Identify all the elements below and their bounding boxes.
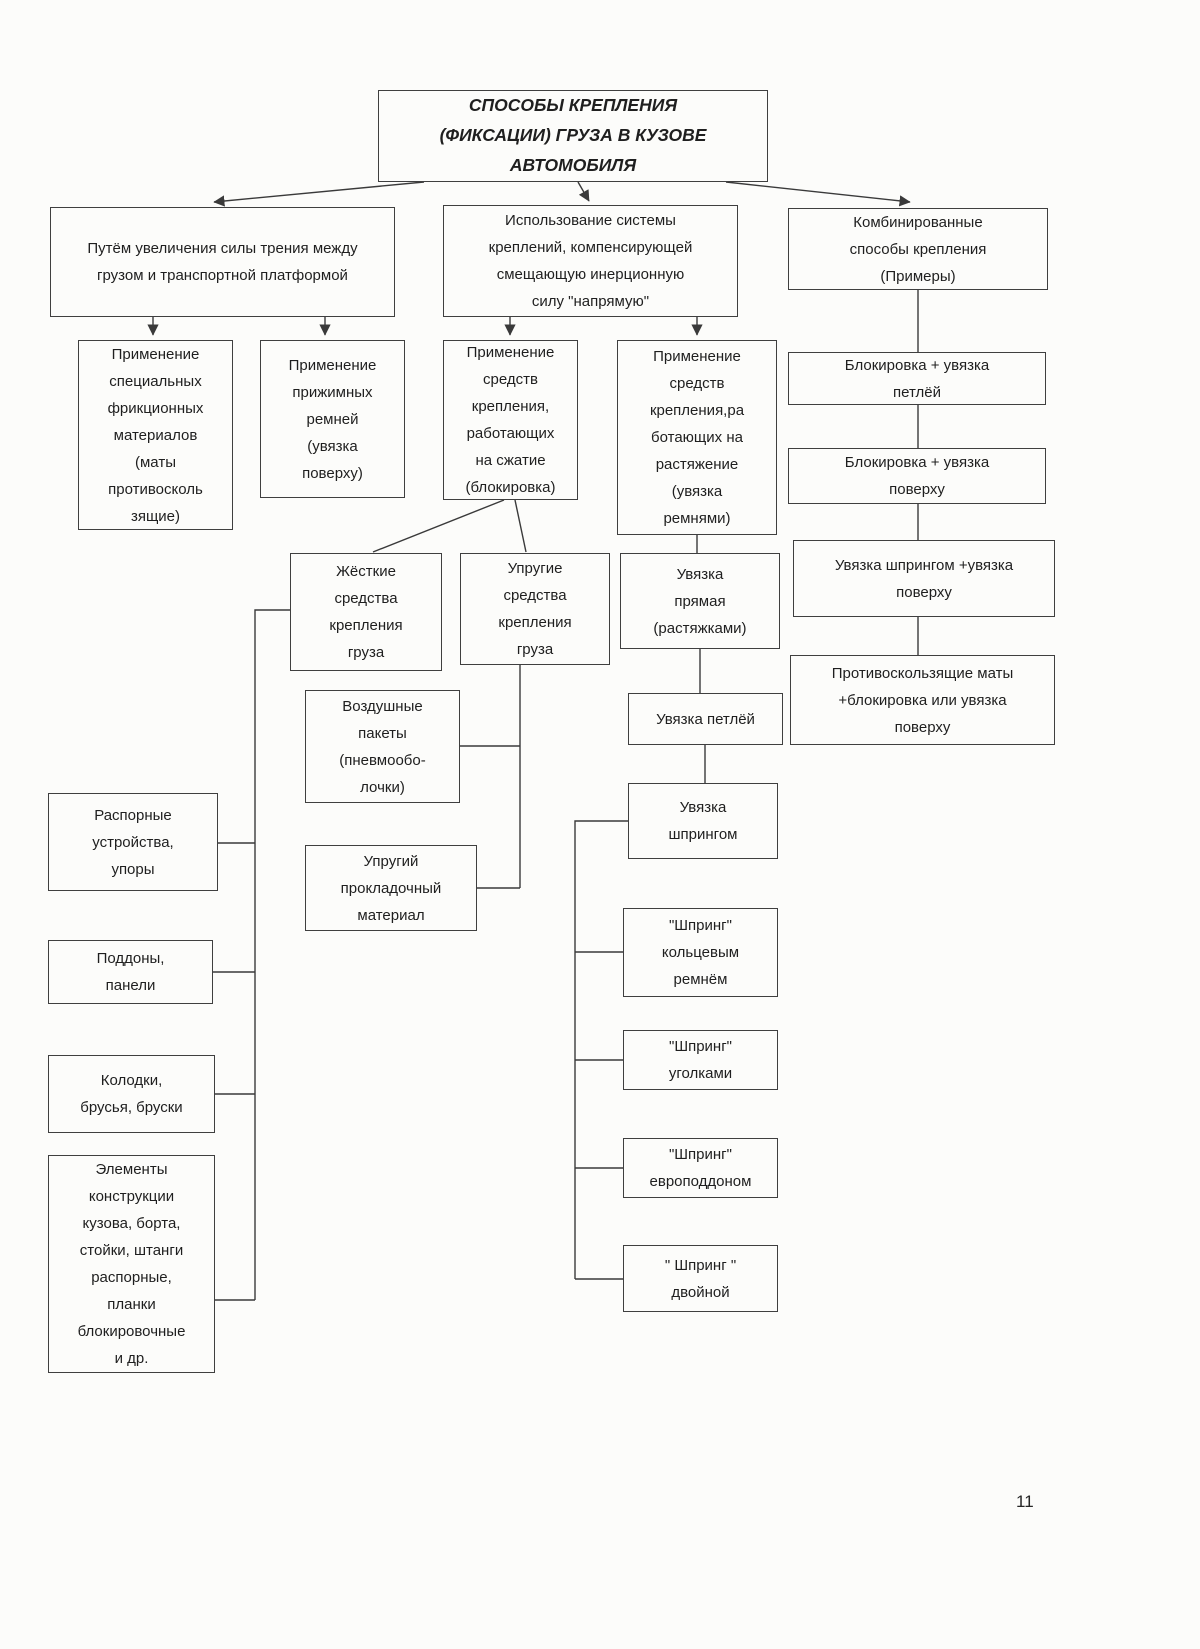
node-loop-lashing: Увязка петлёй	[628, 693, 783, 745]
node-friction-materials-label: Применение специальных фрикционных матер…	[107, 345, 204, 525]
node-spring-europallet-label: "Шпринг" европоддоном	[649, 1146, 752, 1190]
node-rigid-means-label: Жёсткие средства крепления груза	[329, 563, 403, 661]
node-branch-system: Использование системы креплений, компенс…	[443, 205, 738, 317]
node-spring-corners-label: "Шпринг" уголками	[668, 1038, 733, 1082]
node-blocks: Колодки, брусья, бруски	[48, 1055, 215, 1133]
node-press-belts: Применение прижимных ремней (увязка пове…	[260, 340, 405, 498]
node-branch-combined: Комбинированные способы крепления (Приме…	[788, 208, 1048, 290]
node-combo-block-loop: Блокировка + увязка петлёй	[788, 352, 1046, 405]
node-elastic-padding-label: Упругий прокладочный материал	[340, 852, 442, 924]
node-spring-double-label: " Шпринг " двойной	[664, 1256, 737, 1301]
node-body-elements-label: Элементы конструкции кузова, борта, стой…	[77, 1161, 186, 1367]
node-spring-lashing: Увязка шпрингом	[628, 783, 778, 859]
node-tension-means-label: Применение средств крепления,ра ботающих…	[649, 348, 745, 527]
node-air-packets: Воздушные пакеты (пневмообо- лочки)	[305, 690, 460, 803]
node-loop-lashing-label: Увязка петлёй	[656, 710, 755, 728]
node-branch-friction: Путём увеличения силы трения между грузо…	[50, 207, 395, 317]
node-spring-double: " Шпринг " двойной	[623, 1245, 778, 1312]
node-compression-means: Применение средств крепления, работающих…	[443, 340, 578, 500]
node-rigid-means: Жёсткие средства крепления груза	[290, 553, 442, 671]
node-combo-mats-label: Противоскользящие маты +блокировка или у…	[831, 664, 1014, 736]
node-elastic-padding: Упругий прокладочный материал	[305, 845, 477, 931]
node-tension-means: Применение средств крепления,ра ботающих…	[617, 340, 777, 535]
node-blocks-label: Колодки, брусья, бруски	[80, 1072, 183, 1116]
node-combo-spring-top: Увязка шпрингом +увязка поверху	[793, 540, 1055, 617]
node-branch-combined-label: Комбинированные способы крепления (Приме…	[849, 213, 987, 285]
node-air-packets-label: Воздушные пакеты (пневмообо- лочки)	[339, 697, 426, 796]
node-press-belts-label: Применение прижимных ремней (увязка пове…	[288, 356, 377, 482]
node-branch-system-label: Использование системы креплений, компенс…	[488, 212, 693, 310]
node-combo-block-top-label: Блокировка + увязка поверху	[844, 454, 990, 498]
node-title: СПОСОБЫ КРЕПЛЕНИЯ (ФИКСАЦИИ) ГРУЗА В КУЗ…	[378, 90, 768, 182]
node-branch-friction-label: Путём увеличения силы трения между грузо…	[87, 240, 358, 284]
node-direct-lashing-label: Увязка прямая (растяжками)	[653, 565, 747, 637]
node-pallets-label: Поддоны, панели	[96, 950, 165, 994]
node-spacers: Распорные устройства, упоры	[48, 793, 218, 891]
node-friction-materials: Применение специальных фрикционных матер…	[78, 340, 233, 530]
node-spring-lashing-label: Увязка шпрингом	[668, 799, 738, 843]
node-pallets: Поддоны, панели	[48, 940, 213, 1004]
node-elastic-means: Упругие средства крепления груза	[460, 553, 610, 665]
node-spring-ring-belt: "Шпринг" кольцевым ремнём	[623, 908, 778, 997]
node-body-elements: Элементы конструкции кузова, борта, стой…	[48, 1155, 215, 1373]
node-elastic-means-label: Упругие средства крепления груза	[498, 560, 572, 658]
node-spacers-label: Распорные устройства, упоры	[92, 806, 174, 878]
node-combo-block-top: Блокировка + увязка поверху	[788, 448, 1046, 504]
node-title-label: СПОСОБЫ КРЕПЛЕНИЯ (ФИКСАЦИИ) ГРУЗА В КУЗ…	[439, 95, 707, 175]
node-spring-ring-belt-label: "Шпринг" кольцевым ремнём	[661, 917, 740, 988]
node-spring-europallet: "Шпринг" европоддоном	[623, 1138, 778, 1198]
node-direct-lashing: Увязка прямая (растяжками)	[620, 553, 780, 649]
node-combo-block-loop-label: Блокировка + увязка петлёй	[844, 356, 990, 401]
node-combo-spring-top-label: Увязка шпрингом +увязка поверху	[834, 556, 1014, 601]
node-compression-means-label: Применение средств крепления, работающих…	[465, 344, 556, 496]
node-spring-corners: "Шпринг" уголками	[623, 1030, 778, 1090]
page-number: 11	[1016, 1492, 1034, 1511]
node-combo-mats: Противоскользящие маты +блокировка или у…	[790, 655, 1055, 745]
